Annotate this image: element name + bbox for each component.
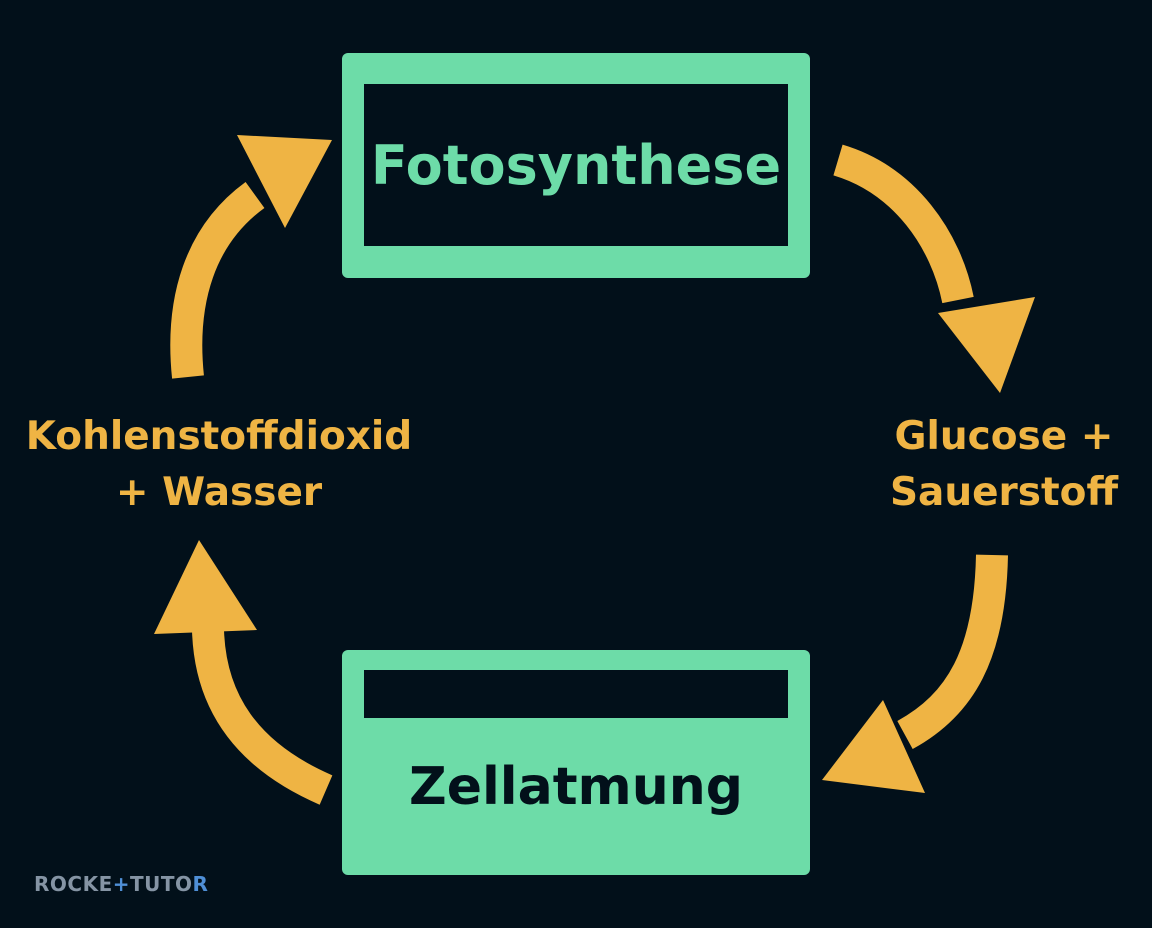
logo-part2: TUTO	[130, 872, 193, 896]
arrow-respiration-to-reactants	[192, 629, 333, 805]
logo-accent2: R	[192, 872, 209, 896]
cellular-respiration-label: Zellatmung	[408, 757, 743, 817]
rocketutor-logo: ROCKE+TUTOR	[34, 870, 208, 898]
logo-part1: ROCKE	[34, 872, 113, 896]
arrowhead-right-bottom	[822, 700, 925, 793]
photosynthesis-label: Fotosynthese	[370, 133, 782, 197]
logo-accent1: +	[112, 872, 131, 896]
arrow-products-to-respiration	[897, 554, 1008, 750]
photosynthesis-box: Fotosynthese	[342, 53, 810, 278]
arrow-reactants-to-photosynthesis	[170, 182, 265, 379]
reactants-label: Kohlenstoffdioxid + Wasser	[18, 409, 420, 521]
cellular-respiration-box: Zellatmung	[342, 650, 810, 875]
arrowhead-right-top	[938, 297, 1035, 393]
reactants-label-line1: Kohlenstoffdioxid	[25, 414, 413, 459]
reactants-label-line2: + Wasser	[115, 470, 323, 515]
cellular-respiration-box-bar	[364, 670, 788, 718]
products-label-line1: Glucose +	[894, 414, 1114, 459]
photosynthesis-box-inner: Fotosynthese	[364, 84, 788, 246]
products-label: Glucose + Sauerstoff	[866, 409, 1142, 521]
arrow-photosynthesis-to-products	[832, 144, 974, 304]
arrowhead-left-top	[237, 135, 332, 228]
products-label-line2: Sauerstoff	[889, 470, 1119, 515]
arrowhead-left-bottom	[154, 540, 257, 634]
